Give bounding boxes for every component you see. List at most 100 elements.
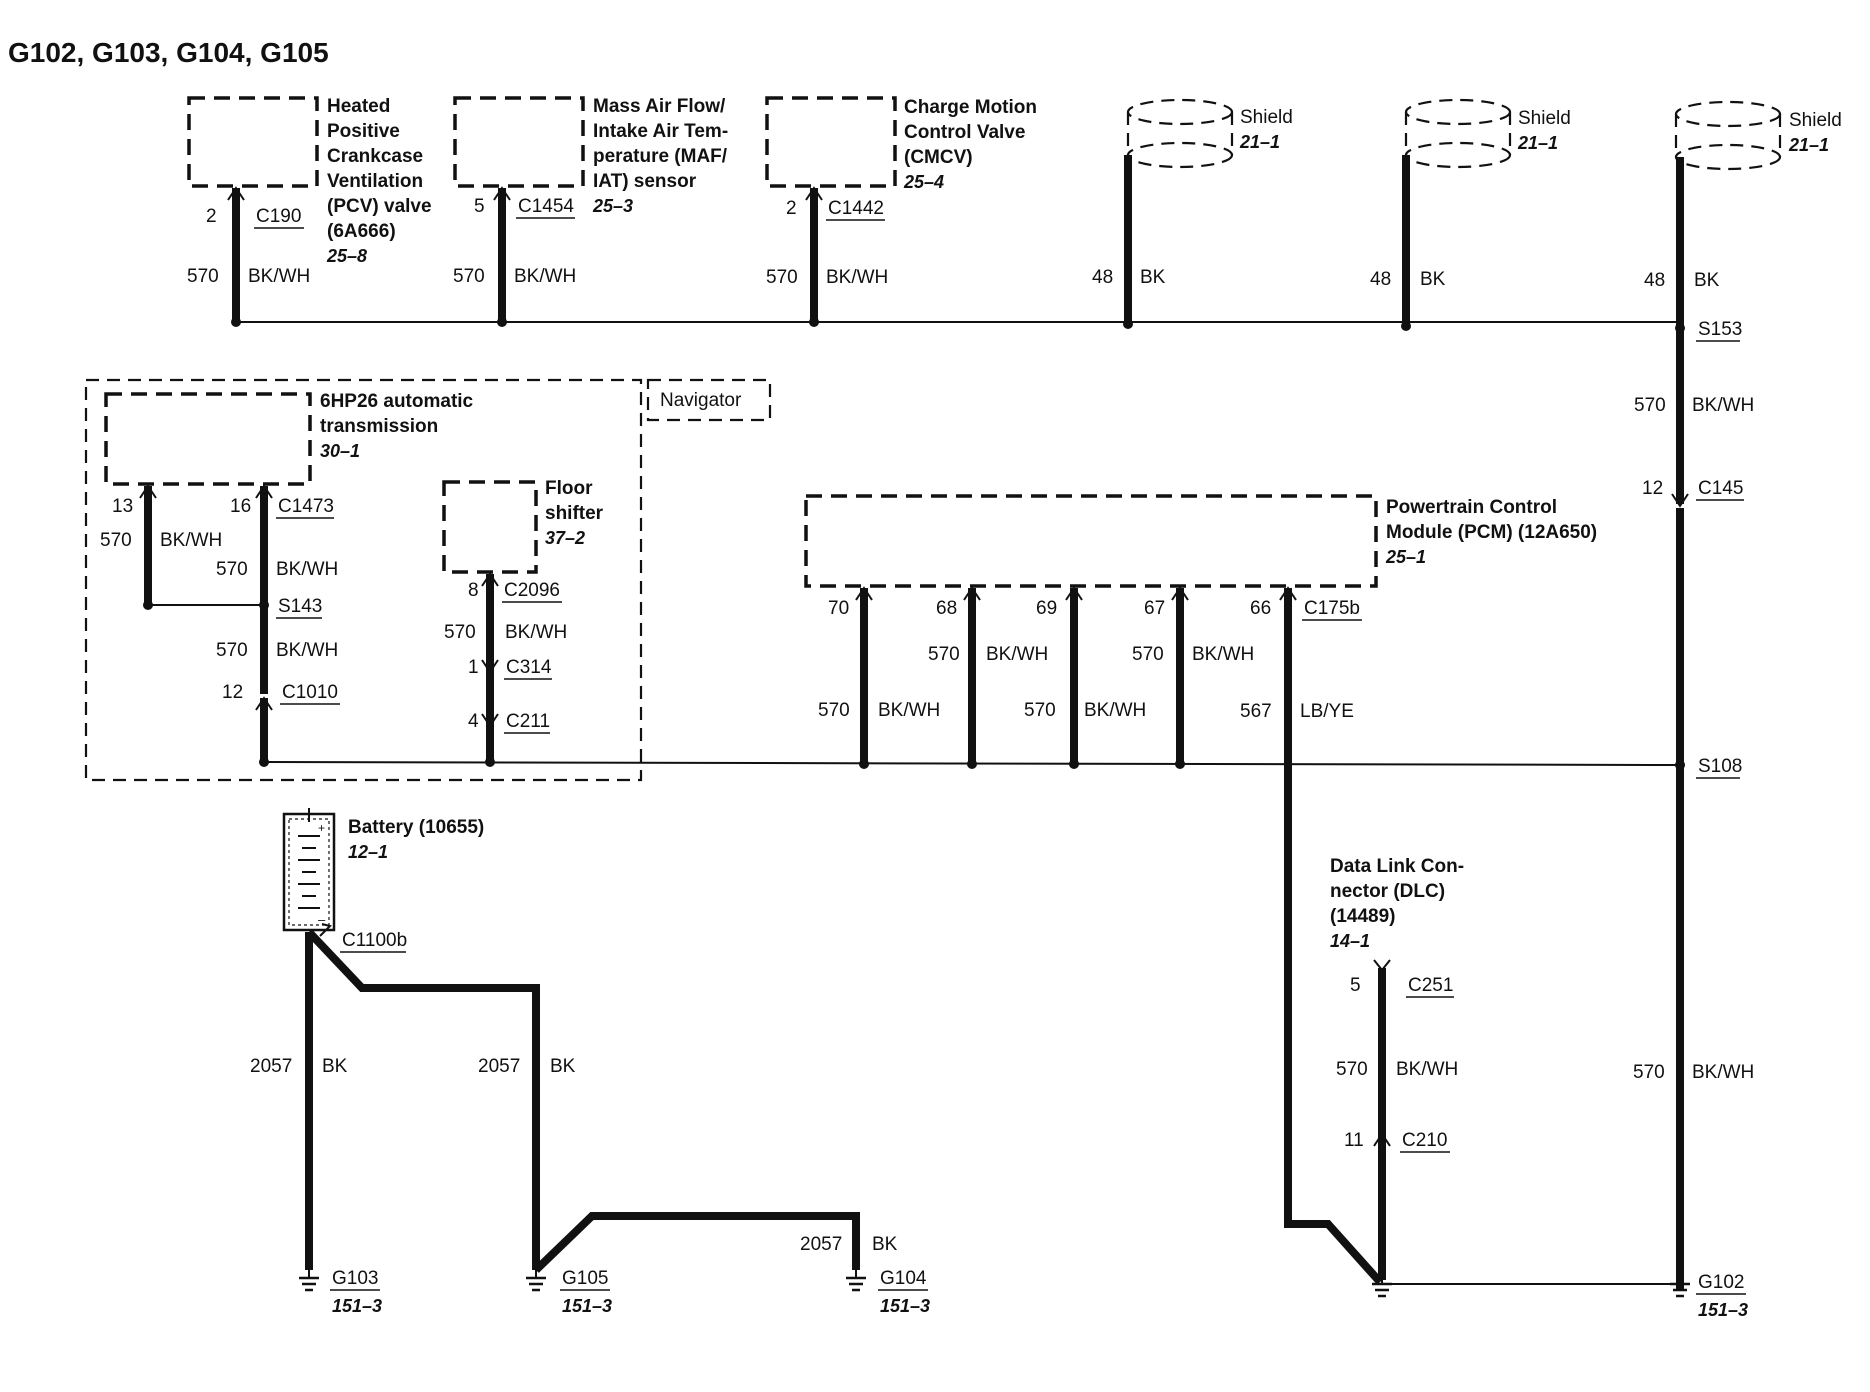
pcm-pin70-circuit: 570	[818, 700, 850, 721]
svg-text:Positive: Positive	[327, 121, 400, 142]
svg-text:Data Link Con-: Data Link Con-	[1330, 856, 1464, 877]
svg-text:12–1: 12–1	[348, 842, 388, 862]
pcm-pin68: 68	[936, 598, 957, 619]
svg-text:(6A666): (6A666)	[327, 221, 396, 242]
g102-color: BK/WH	[1692, 1062, 1754, 1083]
svg-text:6HP26 automatic: 6HP26 automatic	[320, 391, 474, 412]
pcm-pin67: 67	[1144, 598, 1165, 619]
navigator-label: Navigator	[660, 390, 742, 411]
c145-pin: 12	[1642, 478, 1663, 499]
svg-text:25–8: 25–8	[326, 246, 367, 266]
pcm-pin66-mark	[1279, 586, 1297, 601]
g105-circuit: 2057	[478, 1056, 520, 1077]
s143-label: S143	[278, 596, 322, 617]
pcm-pin68-mark	[963, 586, 981, 601]
maf-connector-mark	[493, 186, 511, 201]
pcv-color: BK/WH	[248, 266, 310, 287]
shield-2-circuit: 48	[1370, 269, 1391, 290]
pcm-pin69-color: BK/WH	[1084, 700, 1146, 721]
c145-connector-mark	[1671, 493, 1689, 508]
c314-mark	[481, 659, 499, 674]
shield-1-circuit: 48	[1092, 267, 1113, 288]
c1473-pin-b: 16	[230, 496, 251, 517]
trans-pin16-color: BK/WH	[276, 559, 338, 580]
svg-text:Intake Air Tem-: Intake Air Tem-	[593, 121, 728, 142]
pcm-pin66-wire	[1284, 588, 1383, 1285]
c210-label: C210	[1402, 1130, 1447, 1151]
shield-1-label: Shield	[1240, 107, 1293, 128]
c2096-label: C2096	[504, 580, 560, 601]
pcm-pin66-color: LB/YE	[1300, 701, 1354, 722]
pcm-pin67-mark	[1171, 586, 1189, 601]
navigator-tag-box	[646, 378, 772, 422]
svg-text:+: +	[318, 821, 325, 835]
svg-text:Mass Air Flow/: Mass Air Flow/	[593, 96, 726, 117]
battery-g105-wire	[306, 929, 540, 1270]
pcm-pin68-junction	[967, 759, 977, 769]
c2096-mark	[481, 572, 499, 587]
navigator-region	[84, 378, 643, 782]
pcm-pin67-circuit: 570	[1132, 644, 1164, 665]
c251-pin: 5	[1350, 975, 1361, 996]
svg-text:Crankcase: Crankcase	[327, 146, 423, 167]
c2096-pin: 8	[468, 580, 479, 601]
transmission-label: 6HP26 automatic transmission 30–1	[320, 391, 474, 461]
svg-text:(PCV) valve: (PCV) valve	[327, 196, 432, 217]
cmcv-box	[765, 96, 897, 188]
c1454-label: C1454	[518, 196, 574, 217]
battery-icon: + –	[282, 808, 336, 932]
c210-pin: 11	[1344, 1130, 1364, 1151]
c175b-label: C175b	[1304, 598, 1360, 619]
s143-junction	[259, 600, 269, 610]
pcm-pin67-color: BK/WH	[1192, 644, 1254, 665]
svg-text:perature (MAF/: perature (MAF/	[593, 146, 728, 167]
transmission-box	[104, 392, 312, 486]
shield-2-label: Shield	[1518, 108, 1571, 129]
floor-shifter-label: Floor shifter 37–2	[545, 478, 604, 548]
pcm-pin69-junction	[1069, 759, 1079, 769]
s153-color: BK/WH	[1692, 395, 1754, 416]
c251-mark	[1373, 959, 1391, 972]
g103-circuit: 2057	[250, 1056, 292, 1077]
battery-label: Battery (10655) 12–1	[348, 817, 484, 862]
svg-text:–: –	[318, 912, 326, 927]
s108-junction	[1675, 760, 1685, 770]
g103-color: BK	[322, 1056, 348, 1077]
g104-color: BK	[872, 1234, 898, 1255]
shield-3-icon	[1674, 100, 1782, 171]
c211-label: C211	[506, 711, 550, 732]
cmcv-pin: 2	[786, 198, 797, 219]
dlc-label: Data Link Con- nector (DLC) (14489) 14–1	[1330, 856, 1464, 951]
c314-pin: 1	[468, 657, 479, 678]
g102-circuit: 570	[1633, 1062, 1665, 1083]
s153-label: S153	[1698, 319, 1742, 340]
svg-text:IAT) sensor: IAT) sensor	[593, 171, 697, 192]
g102-ground-icon	[1670, 1282, 1690, 1298]
shield-2-junction	[1401, 321, 1411, 331]
g103-ground-icon	[299, 1270, 319, 1292]
pcm-label: Powertrain Control Module (PCM) (12A650)…	[1385, 497, 1597, 567]
cmcv-circuit: 570	[766, 267, 798, 288]
c1010-label: C1010	[282, 682, 338, 703]
shield-2-color: BK	[1420, 269, 1446, 290]
g105-color: BK	[550, 1056, 576, 1077]
pcm-pin69-mark	[1065, 586, 1083, 601]
pcm-pin69: 69	[1036, 598, 1057, 619]
trans-pin13-mark	[139, 484, 157, 499]
c251-label: C251	[1408, 975, 1453, 996]
shield-3-color: BK	[1694, 270, 1720, 291]
svg-text:(14489): (14489)	[1330, 906, 1396, 927]
floor-shifter-box	[442, 480, 538, 574]
maf-circuit: 570	[453, 266, 485, 287]
svg-text:Battery (10655): Battery (10655)	[348, 817, 484, 838]
pcm-pin70-mark	[855, 586, 873, 601]
g102-label: G102	[1698, 1272, 1744, 1293]
shield-3-ref: 21–1	[1788, 135, 1829, 155]
pcm-pin70-color: BK/WH	[878, 700, 940, 721]
pcm-pin70-junction	[859, 759, 869, 769]
pcm-pin67-junction	[1175, 759, 1185, 769]
pcm-box	[804, 494, 1378, 588]
svg-text:Heated: Heated	[327, 96, 390, 117]
maf-junction	[497, 317, 507, 327]
